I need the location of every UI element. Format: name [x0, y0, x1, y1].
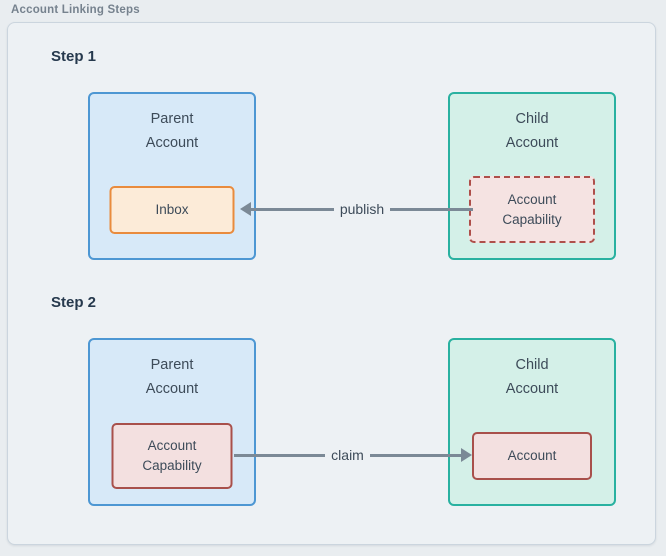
- step1-child-account-box: Child Account Account Capability: [448, 92, 616, 260]
- step2-parent-account-title: Parent Account: [90, 340, 254, 401]
- title-line: Parent: [150, 111, 194, 127]
- step2-account-node: Account: [472, 432, 592, 480]
- arrow-line: [234, 453, 326, 457]
- arrow-head-right-icon: [461, 448, 473, 462]
- step2-child-account-title: Child Account: [450, 340, 614, 401]
- title-line: Account: [145, 135, 199, 151]
- title-line: Child: [515, 111, 549, 127]
- title-line: Account: [505, 135, 559, 151]
- arrow-line: [390, 207, 473, 211]
- claim-arrow-label: claim: [331, 447, 364, 463]
- diagram-panel: Step 1 Parent Account Inbox Child Accoun…: [7, 22, 656, 545]
- step2-account-capability-node: Account Capability: [111, 423, 233, 489]
- claim-arrow: claim: [234, 441, 473, 469]
- step-1-heading: Step 1: [51, 48, 97, 65]
- step-2-heading: Step 2: [51, 294, 97, 311]
- title-line: Parent: [150, 357, 194, 373]
- step1-account-capability-node: Account Capability: [469, 176, 595, 243]
- title-line: Account: [505, 381, 559, 397]
- arrow-line: [251, 207, 334, 211]
- title-line: Child: [515, 357, 549, 373]
- arrow-head-left-icon: [240, 202, 251, 216]
- step1-child-account-title: Child Account: [450, 94, 614, 155]
- step2-parent-account-box: Parent Account Account Capability: [88, 338, 256, 506]
- publish-arrow-label: publish: [339, 201, 385, 217]
- step2-child-account-box: Child Account Account: [448, 338, 616, 506]
- title-line: Account: [145, 381, 199, 397]
- publish-arrow: publish: [240, 195, 473, 223]
- diagram-title: Account Linking Steps: [11, 4, 140, 16]
- step1-inbox-node: Inbox: [109, 186, 235, 234]
- arrow-line: [369, 453, 462, 457]
- step1-parent-account-title: Parent Account: [90, 94, 254, 155]
- step1-parent-account-box: Parent Account Inbox: [88, 92, 256, 260]
